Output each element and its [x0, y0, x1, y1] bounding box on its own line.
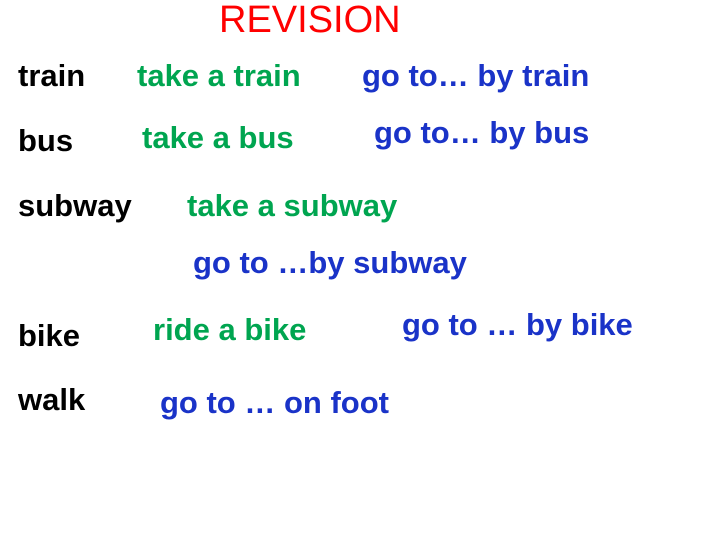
phrase-take-train: take a train: [137, 58, 301, 93]
phrase-go-train: go to… by train: [362, 58, 590, 93]
phrase-take-bus: take a bus: [142, 120, 294, 155]
word-train: train: [18, 58, 86, 93]
phrase-go-walk: go to … on foot: [160, 385, 389, 420]
phrase-take-subway: take a subway: [187, 188, 398, 223]
word-walk: walk: [18, 382, 86, 417]
word-bus: bus: [18, 123, 74, 158]
word-subway: subway: [18, 188, 132, 223]
phrase-go-subway: go to …by subway: [193, 245, 467, 280]
phrase-ride-bike: ride a bike: [153, 312, 307, 347]
slide-title: REVISION: [219, 0, 401, 41]
word-bike: bike: [18, 318, 81, 353]
phrase-go-bike: go to … by bike: [402, 307, 633, 342]
phrase-go-bus: go to… by bus: [374, 115, 590, 150]
